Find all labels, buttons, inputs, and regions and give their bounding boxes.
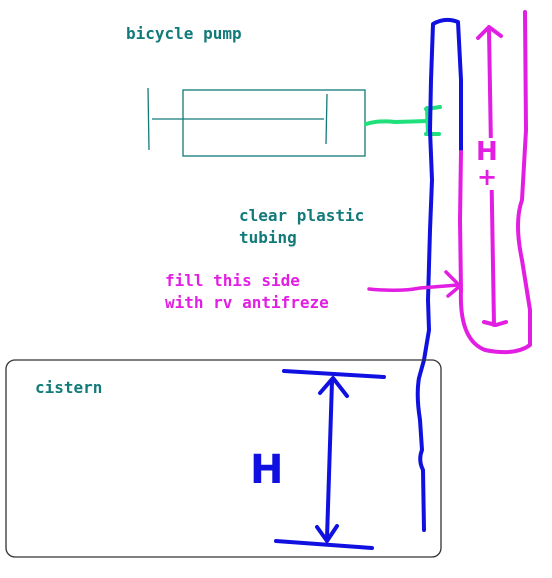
antifreeze-loop (458, 10, 532, 355)
blue-tubing (415, 17, 463, 532)
cistern-label: cistern (35, 378, 103, 397)
cistern-box (5, 359, 442, 558)
h-plus-sign: + (477, 163, 497, 191)
h-arrow (274, 369, 386, 550)
h-plus-label: H (476, 137, 498, 167)
h-plus-arrow-head-bottom (482, 320, 508, 327)
fill-label-line1: fill this side (165, 271, 300, 290)
tubing-label-line2: tubing (239, 228, 297, 247)
h-arrow-head-top (318, 376, 349, 398)
pump-barrel (182, 89, 366, 157)
pump-piston (325, 93, 328, 145)
pump-handle-bar (147, 87, 150, 151)
connector-side (425, 106, 430, 136)
water-level-line (282, 369, 386, 379)
h-plus-arrow-head-top (476, 25, 503, 40)
bicycle-pump (147, 87, 366, 157)
fill-arrow (367, 270, 462, 298)
fill-arrow-head (444, 270, 462, 298)
h-plus-label-backing (473, 138, 505, 190)
pump-hose (364, 119, 430, 126)
bicycle-pump-label: bicycle pump (126, 24, 242, 43)
fill-label-line2: with rv antifreze (165, 293, 329, 312)
tubing-label-line1: clear plastic (239, 206, 365, 225)
cistern-bottom-line (274, 539, 374, 550)
fill-arrow-shaft (367, 283, 460, 293)
h-label: H (250, 447, 283, 493)
h-arrow-head-bottom (315, 524, 339, 543)
h-arrow-shaft (325, 379, 334, 540)
